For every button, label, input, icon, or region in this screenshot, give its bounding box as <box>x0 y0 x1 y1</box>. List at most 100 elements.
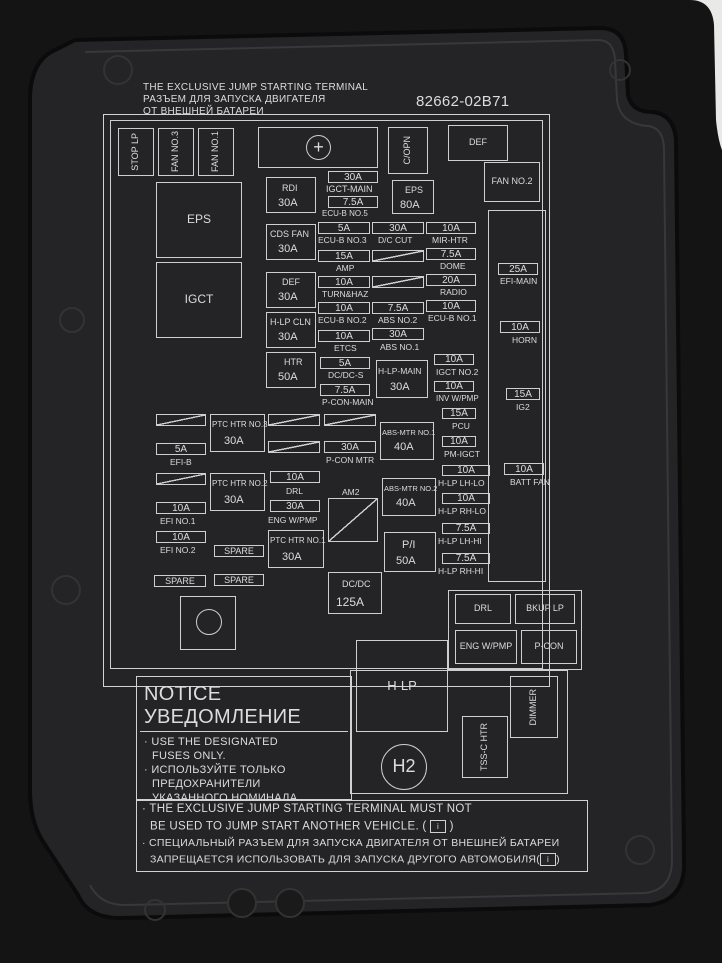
relay-c-opn: C/OPN <box>388 127 428 174</box>
fuse-mir-htr: 10A <box>426 222 476 234</box>
fuse-radio: 20A <box>426 274 476 286</box>
fuse-pm-igct: 10A <box>442 436 476 447</box>
bottom-relay-frame <box>448 590 582 670</box>
notice-line: УКАЗАННОГО НОМИНАЛА. <box>152 792 301 804</box>
fuse-horn: 10A <box>500 321 540 333</box>
fuse-amp: 15A <box>318 250 370 262</box>
fuse-abs-no2: 7.5A <box>372 302 424 314</box>
bottom-notice-line: · THE EXCLUSIVE JUMP STARTING TERMINAL M… <box>142 803 472 815</box>
notice-divider <box>140 731 348 732</box>
fuse-abs-mtr-no2 <box>382 478 436 516</box>
blank-fuse-slot <box>156 473 206 485</box>
fuse-eng-w-pmp: 30A <box>270 500 320 512</box>
fuse-drl: 10A <box>270 471 320 483</box>
mount-hole <box>625 835 655 865</box>
fuse-htr <box>266 352 316 388</box>
relay-stop-lp: STOP LP <box>118 128 154 176</box>
relay-fan-no3: FAN NO.3 <box>158 128 194 176</box>
mount-hole <box>59 307 85 333</box>
relay-drl: DRL <box>455 594 511 624</box>
notice-title-en: NOTICE <box>144 683 222 705</box>
mount-hole <box>227 888 257 918</box>
blank-fuse-slot <box>372 276 424 288</box>
relay-def: DEF <box>448 125 508 161</box>
cover-rim-highlight <box>84 38 674 907</box>
fuse-ptc-htr-no2 <box>210 473 265 511</box>
fuse-def <box>266 272 316 308</box>
fuse-turn-haz: 10A <box>318 276 370 288</box>
relay-eng-w-pmp: ENG W/PMP <box>455 630 517 664</box>
manual-book-icon: i <box>430 820 447 833</box>
header-line-2: РАЗЪЕМ ДЛЯ ЗАПУСКА ДВИГАТЕЛЯ <box>143 94 326 105</box>
fuse-inv-w-pmp: 10A <box>434 381 474 392</box>
mount-hole <box>275 888 305 918</box>
fuse-p-con-main: 7.5A <box>320 384 370 396</box>
notice-line: FUSES ONLY. <box>152 750 226 762</box>
fuse-igct-no2: 10A <box>434 354 474 365</box>
notice-line: · USE THE DESIGNATED <box>144 736 278 748</box>
fuse-spare: SPARE <box>214 574 264 586</box>
fuse-am2 <box>328 498 378 542</box>
fuse-eps <box>392 180 434 214</box>
mount-hole <box>103 55 133 85</box>
fuse-spare: SPARE <box>214 545 264 557</box>
fuse-h-lp-cln <box>266 312 316 348</box>
fuse-spare: SPARE <box>154 575 206 587</box>
fuse-ptc-htr-no3 <box>210 414 265 452</box>
bottom-notice-line: BE USED TO JUMP START ANOTHER VEHICLE. (… <box>150 820 454 833</box>
cover-inner-panel <box>28 25 687 921</box>
fuse-ecu-b-no5: 7.5A <box>328 196 378 208</box>
fuse-abs-mtr-no1 <box>380 422 434 460</box>
blank-fuse-slot <box>372 250 424 262</box>
fuse-puller-slot <box>180 596 236 650</box>
fuse-p-i <box>384 532 436 572</box>
blank-fuse-slot <box>268 414 320 426</box>
relay-bkup-lp: BKUP LP <box>515 594 575 624</box>
relay-h-lp: H-LP <box>356 640 448 732</box>
fuse-pcu: 15A <box>442 408 476 419</box>
blank-fuse-slot <box>268 441 320 453</box>
relay-dimmer: DIMMER <box>510 676 558 738</box>
fuse-etcs: 10A <box>318 330 370 342</box>
fuse-puller-circle <box>196 609 222 635</box>
notice-line: ПРЕДОХРАНИТЕЛИ <box>152 778 261 790</box>
lower-right-frame <box>350 670 568 794</box>
notice-title-ru: УВЕДОМЛЕНИЕ <box>144 706 302 728</box>
blank-fuse-slot <box>324 414 376 426</box>
main-panel-outline <box>103 114 550 687</box>
inner-panel-outline <box>110 120 543 669</box>
notice-box <box>136 676 352 800</box>
manual-book-icon: i <box>540 853 557 866</box>
fuse-igct-main: 30A <box>328 171 378 183</box>
fuse-h-lp-lh-hi: 7.5A <box>442 523 490 534</box>
header-line-1: THE EXCLUSIVE JUMP STARTING TERMINAL <box>143 82 369 93</box>
fuse-abs-no1: 30A <box>372 328 424 340</box>
relay-fan-no1: FAN NO.1 <box>198 128 234 176</box>
fuse-h-lp-rh-lo: 10A <box>442 493 490 504</box>
fuse-ig2: 15A <box>506 388 540 400</box>
jump-terminal-plus-icon: + <box>306 135 331 160</box>
fuse-dc-dc-s: 5A <box>320 357 370 369</box>
fuse-efi-no1: 10A <box>156 502 206 514</box>
fuse-ptc-htr-no1 <box>268 530 324 568</box>
fuse-h-lp-main <box>376 360 428 398</box>
fuse-efi-main: 25A <box>498 263 538 275</box>
header-line-3: ОТ ВНЕШНЕЙ БАТАРЕИ <box>143 106 264 117</box>
bottom-notice-line: ЗАПРЕЩАЕТСЯ ИСПОЛЬЗОВАТЬ ДЛЯ ЗАПУСКА ДРУ… <box>150 853 560 866</box>
fuse-batt-fan: 10A <box>504 463 544 475</box>
fuse-ecu-b-no1: 10A <box>426 300 476 312</box>
mount-hole <box>144 899 166 921</box>
fuse-h-lp-rh-hi: 7.5A <box>442 553 490 564</box>
fuse-h-lp-lh-lo: 10A <box>442 465 490 476</box>
h2-circle-label: H2 <box>381 744 427 790</box>
mount-hole <box>51 575 81 605</box>
notice-line: · ИСПОЛЬЗУЙТЕ ТОЛЬКО <box>144 764 286 776</box>
fuse-ecu-b-no2: 10A <box>318 302 370 314</box>
fuse-d-c-cut: 30A <box>372 222 424 234</box>
fuse-dome: 7.5A <box>426 248 476 260</box>
mount-hole <box>609 59 631 81</box>
fuse-efi-no2: 10A <box>156 531 206 543</box>
fuse-dc-dc <box>328 572 382 614</box>
